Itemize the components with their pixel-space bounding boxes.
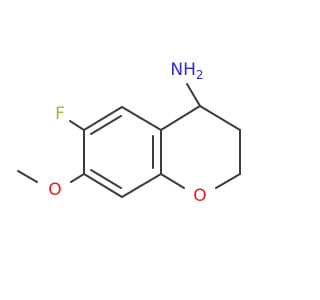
bond-c4a-c4 — [160, 105, 201, 131]
molecule-structure: NH2 F O O — [17, 60, 241, 206]
bond-c8-c8a — [121, 173, 162, 198]
bond-c5-c6 — [83, 106, 123, 131]
bond-o-methyl — [17, 170, 38, 183]
amine-label: NH2 — [170, 60, 203, 82]
amine-text: NH — [170, 60, 196, 80]
bond-c4-n — [186, 83, 201, 107]
fluorine-label: F — [55, 104, 65, 124]
methoxy-oxygen-label: O — [48, 180, 61, 200]
bond-c4-c3 — [199, 105, 241, 131]
amine-subscript: 2 — [196, 68, 204, 82]
bond-c4a-c5 — [121, 106, 162, 131]
structure-canvas: NH2 F O O — [17, 60, 241, 206]
bond-c5-c6-inner — [90, 115, 122, 135]
bond-c7-o-methoxy — [70, 173, 85, 183]
bonds — [17, 83, 241, 198]
bond-c2-o1 — [215, 173, 241, 189]
bond-o1-c8a — [160, 173, 185, 189]
ring-oxygen-label: O — [193, 186, 206, 206]
atom-labels: NH2 F O O — [48, 60, 206, 206]
bond-c6-f — [69, 120, 85, 131]
bond-c7-c8 — [83, 173, 123, 198]
bond-c7-c8-inner — [90, 169, 122, 189]
